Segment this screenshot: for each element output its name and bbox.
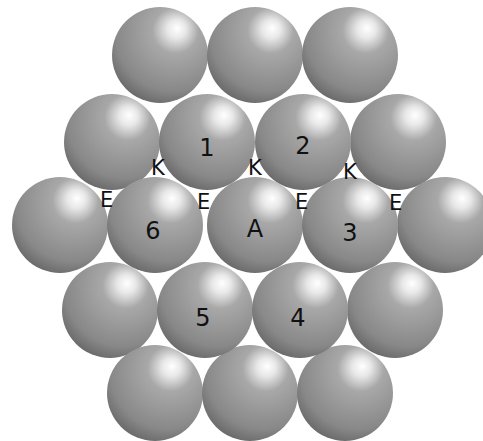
sphere xyxy=(64,94,160,190)
sphere xyxy=(297,345,393,441)
sphere-node: 5 xyxy=(157,262,253,358)
sphere-label: 6 xyxy=(105,183,201,279)
sphere-node: 2 xyxy=(255,94,351,190)
site-label: K xyxy=(343,162,357,183)
site-label: E xyxy=(197,192,210,213)
sphere xyxy=(302,7,398,103)
sphere-label: A xyxy=(207,181,303,277)
site-label: E xyxy=(100,190,113,211)
sphere xyxy=(202,345,298,441)
site-label: E xyxy=(389,193,402,214)
site-label: K xyxy=(151,158,165,179)
sphere-node: 1 xyxy=(159,94,255,190)
sphere xyxy=(12,177,108,273)
sphere xyxy=(207,7,303,103)
sphere-node: 4 xyxy=(252,262,348,358)
site-label: E xyxy=(295,192,308,213)
sphere xyxy=(350,94,446,190)
sphere xyxy=(112,7,208,103)
sphere xyxy=(397,177,483,273)
sphere xyxy=(347,262,443,358)
sphere xyxy=(62,262,158,358)
sphere-node: 3 xyxy=(302,177,398,273)
sphere-node: A xyxy=(207,177,303,273)
sphere-label: 4 xyxy=(250,270,346,366)
sphere-node: 6 xyxy=(107,177,203,273)
sphere-label: 5 xyxy=(155,270,251,366)
sphere xyxy=(107,345,203,441)
site-label: K xyxy=(248,158,262,179)
